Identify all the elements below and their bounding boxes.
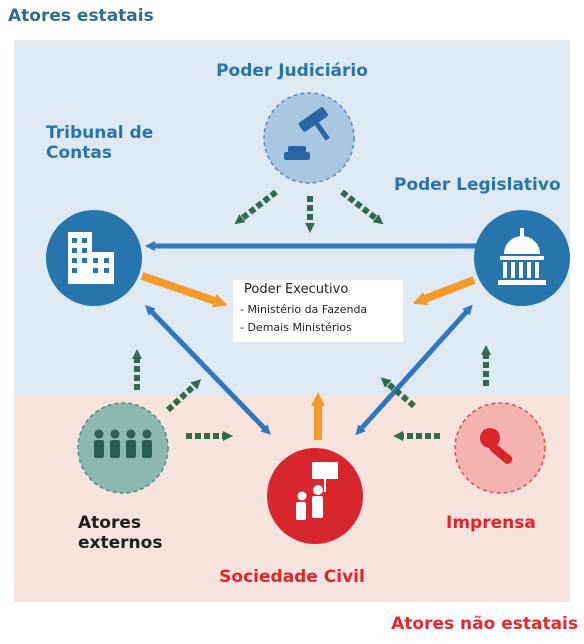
arrow-imprensa-executivo	[380, 377, 416, 409]
tribunal-label: Tribunal de Contas	[46, 123, 154, 163]
state-actors-title: Atores estatais	[8, 6, 154, 26]
arrow-tribunal-executivo	[140, 272, 228, 308]
executivo-title: Poder Executivo	[244, 282, 349, 297]
judiciario-label: Poder Judiciário	[216, 61, 368, 81]
tribunal-label-line2: Contas	[46, 142, 112, 163]
executivo-item-demais: - Demais Ministérios	[240, 321, 352, 334]
executivo-item-fazenda: - Ministério da Fazenda	[240, 303, 368, 316]
imprensa-label: Imprensa	[446, 513, 536, 533]
buildings-icon	[68, 232, 114, 284]
externos-label: Atores externos	[78, 513, 163, 553]
arrow-tribunal-sociedade	[145, 304, 271, 436]
protest-sign-icon	[296, 462, 338, 520]
externos-label-line2: externos	[78, 532, 163, 553]
externos-label-line1: Atores	[78, 513, 141, 533]
tribunal-node	[46, 210, 142, 306]
microphone-icon	[480, 428, 513, 464]
gavel-icon	[284, 107, 330, 160]
people-group-icon	[94, 429, 152, 458]
non-state-actors-title: Atores não estatais	[391, 614, 578, 634]
externos-node	[77, 402, 169, 494]
arrow-judiciario-tribunal	[234, 189, 278, 225]
arrow-legislativo-sociedade	[355, 304, 473, 436]
capitol-icon	[498, 228, 546, 285]
arrow-externos-executivo	[165, 379, 202, 413]
sociedade-node	[267, 448, 363, 544]
sociedade-label: Sociedade Civil	[219, 567, 365, 587]
arrow-legislativo-executivo	[412, 276, 476, 306]
tribunal-label-line1: Tribunal de	[46, 123, 154, 143]
legislativo-label: Poder Legislativo	[394, 175, 561, 195]
judiciario-node	[263, 92, 355, 184]
executivo-box	[233, 280, 403, 342]
arrow-judiciario-legislativo	[340, 189, 384, 225]
legislativo-node	[474, 210, 570, 306]
imprensa-node	[454, 402, 546, 494]
